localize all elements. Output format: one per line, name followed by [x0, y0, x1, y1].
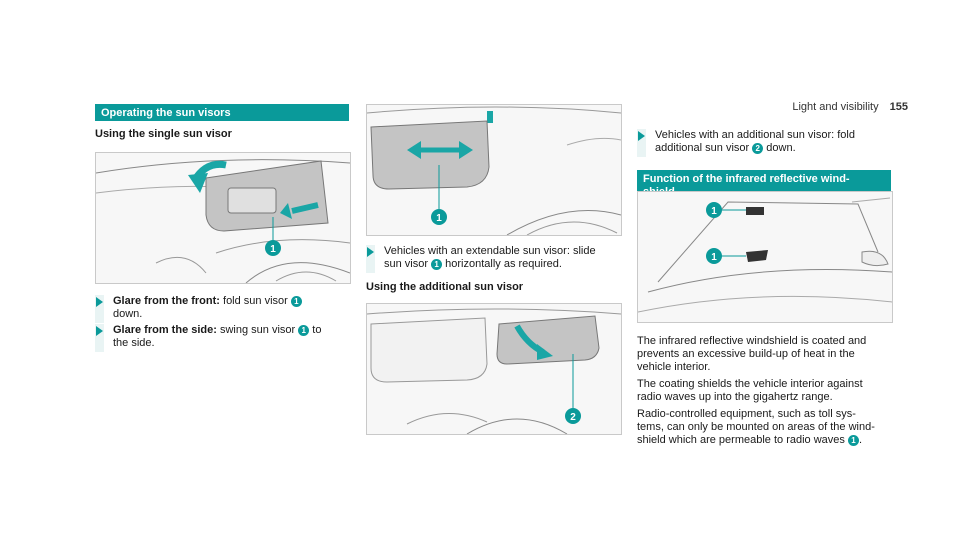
running-header: Light and visibility 155: [792, 101, 908, 113]
body-text-infrared: The infrared reflective windshield is co…: [637, 335, 897, 447]
step-text-line2: sun visor: [384, 258, 432, 270]
step-additional-visor: Vehicles with an additional sun visor: f…: [637, 129, 897, 157]
step-text-line2: additional sun visor: [655, 142, 753, 154]
line: shield which are permeable to radio wave…: [637, 434, 848, 446]
line: vehicle interior.: [637, 361, 711, 373]
extendable-visor-illustration: 1: [367, 106, 621, 235]
callout-1-upper: 1: [711, 206, 717, 217]
callout-2: 2: [570, 412, 576, 423]
step-extendable-visor: Vehicles with an extendable sun visor: s…: [366, 245, 626, 273]
figure-infrared-windshield: 1 1: [637, 191, 893, 323]
paragraph: The coating shields the vehicle interior…: [637, 378, 897, 404]
step-text: Vehicles with an extendable sun visor: s…: [384, 245, 596, 257]
step-text-line2-end: horizontally as required.: [442, 258, 562, 270]
subhead-additional-visor: Using the additional sun visor: [366, 281, 524, 293]
line: tems, can only be mounted on areas of th…: [637, 421, 875, 433]
paragraph: Radio-controlled equipment, such as toll…: [637, 408, 897, 447]
page-number: 155: [889, 101, 908, 113]
callout-1: 1: [436, 213, 442, 224]
section-title-text: Function of the infrared reflective wind…: [643, 173, 850, 185]
ref-badge: 1: [290, 295, 302, 307]
paragraph: The infrared reflective windshield is co…: [637, 335, 897, 374]
header-title: Light and visibility: [792, 101, 879, 113]
line: radio waves up into the gigahertz range.: [637, 391, 833, 403]
line-end: .: [858, 434, 863, 446]
single-visor-illustration: 1: [96, 159, 350, 283]
callout-1: 1: [270, 244, 276, 255]
step-text: fold sun visor: [219, 295, 291, 307]
ref-badge: 1: [298, 324, 310, 336]
section-title-sun-visors: Operating the sun visors: [95, 104, 349, 121]
line: The coating shields the vehicle interior…: [637, 378, 863, 390]
additional-visor-illustration: 2: [367, 308, 621, 434]
windshield-illustration: 1 1: [638, 197, 892, 313]
section-title-text: Operating the sun visors: [101, 107, 231, 119]
step-label: Glare from the side:: [113, 324, 217, 336]
step-text: swing sun visor: [216, 324, 299, 336]
figure-single-sun-visor: 1: [95, 152, 351, 284]
step-label: Glare from the front:: [113, 295, 220, 307]
line: prevents an excessive build-up of heat i…: [637, 348, 855, 360]
step-text: Vehicles with an additional sun visor: f…: [655, 129, 855, 141]
step-text-line2-end: down.: [763, 142, 796, 154]
ref-badge: 1: [431, 258, 443, 270]
callout-1-lower: 1: [711, 252, 717, 263]
figure-extendable-visor: 1: [366, 104, 622, 236]
ref-badge: 1: [847, 434, 859, 446]
subhead-single-visor: Using the single sun visor: [95, 128, 232, 140]
figure-additional-visor: 2: [366, 303, 622, 435]
step-text-line2: down.: [113, 308, 143, 320]
step-glare-side: Glare from the side: swing sun visor 1 t…: [95, 324, 355, 352]
step-text-line2: the side.: [113, 337, 155, 349]
line: Radio-controlled equipment, such as toll…: [637, 408, 856, 420]
line: The infrared reflective windshield is co…: [637, 335, 867, 347]
step-glare-front: Glare from the front: fold sun visor 1 d…: [95, 295, 355, 323]
ref-badge: 2: [752, 142, 764, 154]
step-text-after: to: [309, 324, 322, 336]
